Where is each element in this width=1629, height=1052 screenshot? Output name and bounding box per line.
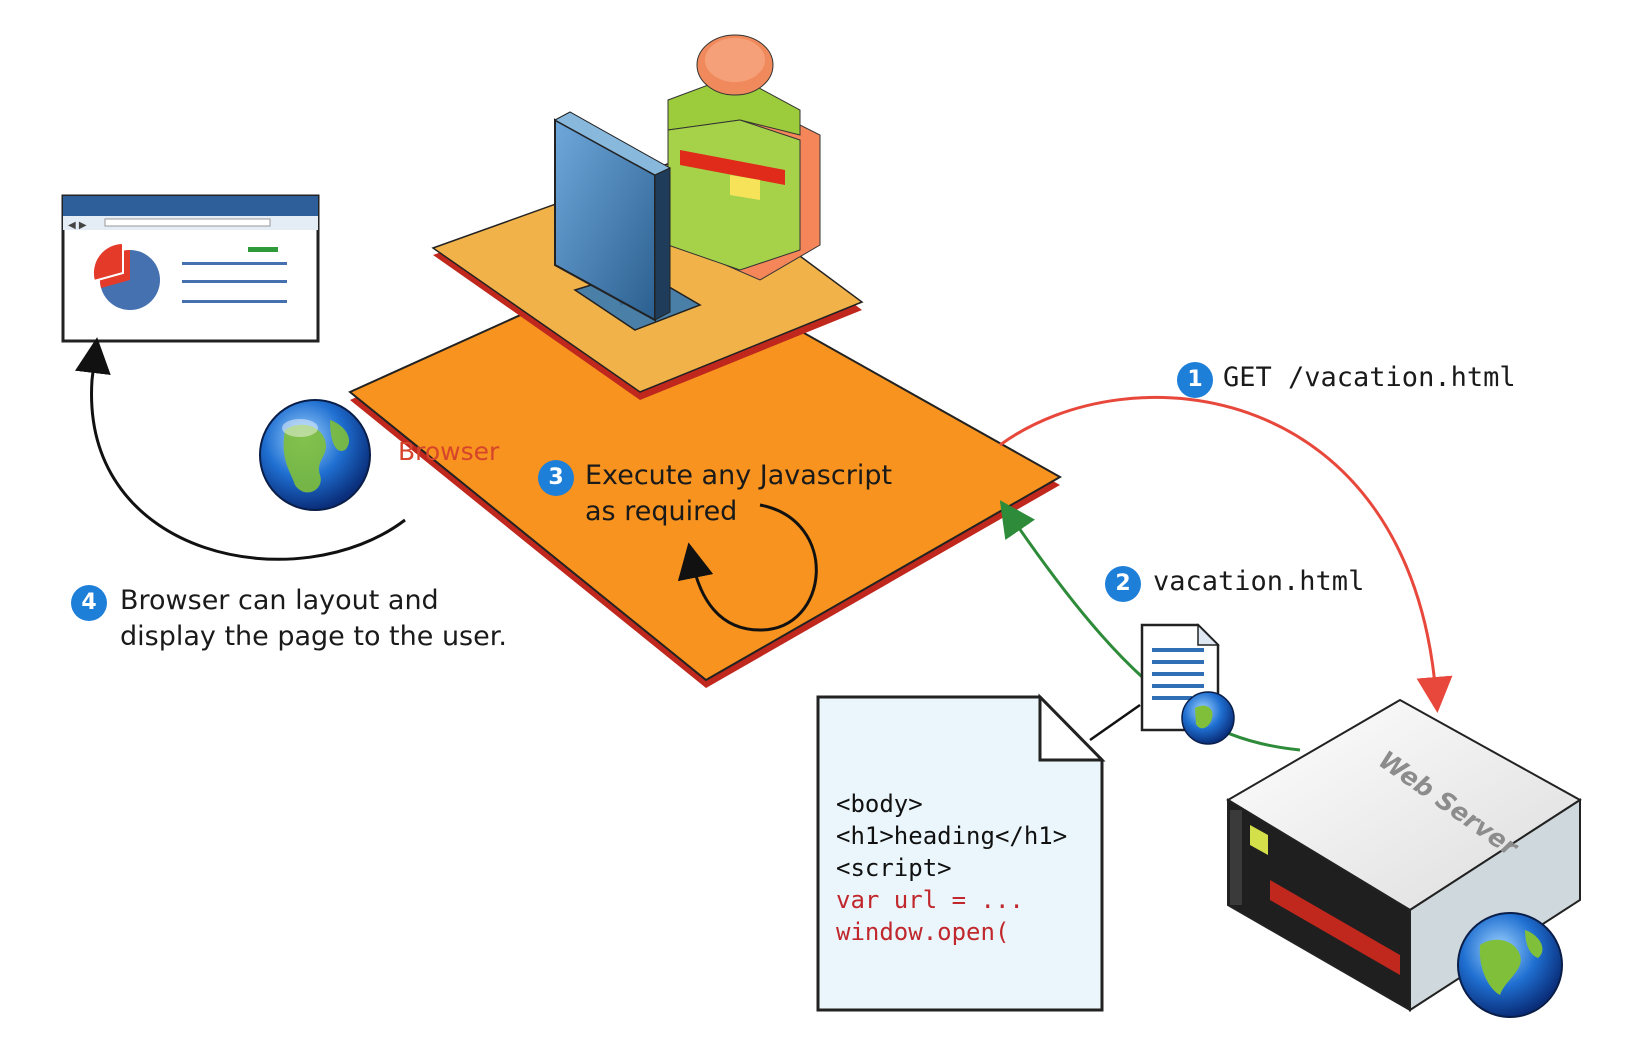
step-4-line-1: Browser can layout and	[120, 585, 439, 616]
svg-text:◀ ▶: ◀ ▶	[68, 220, 87, 231]
step-4-line-2: display the page to the user.	[120, 621, 507, 652]
connector-line	[1089, 703, 1141, 742]
display-arrow	[74, 337, 406, 561]
web-server-icon	[1226, 698, 1582, 1018]
code-line: <script>	[836, 854, 952, 882]
step-2-text: vacation.html	[1153, 566, 1365, 597]
code-line: <h1>heading</h1>	[836, 822, 1068, 850]
code-listing: <body> <h1>heading</h1> <script> var url…	[836, 788, 1067, 948]
step-3-line-1: Execute any Javascript	[585, 460, 893, 491]
html-file-icon	[1140, 623, 1235, 745]
browser-label: Browser	[398, 437, 500, 466]
request-arrow	[999, 395, 1453, 713]
code-document	[816, 693, 1106, 1012]
step-1-badge: 1	[1177, 362, 1213, 398]
code-line: <body>	[836, 790, 923, 818]
step-1-text: GET /vacation.html	[1223, 362, 1516, 393]
step-2-badge: 2	[1105, 566, 1141, 602]
execute-loop-arrow	[677, 503, 818, 632]
code-line: window.open(	[836, 918, 1010, 946]
code-line: var url = ...	[836, 886, 1024, 914]
browser-window-icon: ◀ ▶	[61, 194, 320, 343]
user-figure	[667, 34, 821, 281]
step-3-line-2: as required	[585, 496, 738, 527]
step-4-badge: 4	[71, 585, 107, 621]
step-3-badge: 3	[538, 460, 574, 496]
browser-globe-icon	[259, 399, 371, 511]
monitor	[553, 111, 702, 331]
